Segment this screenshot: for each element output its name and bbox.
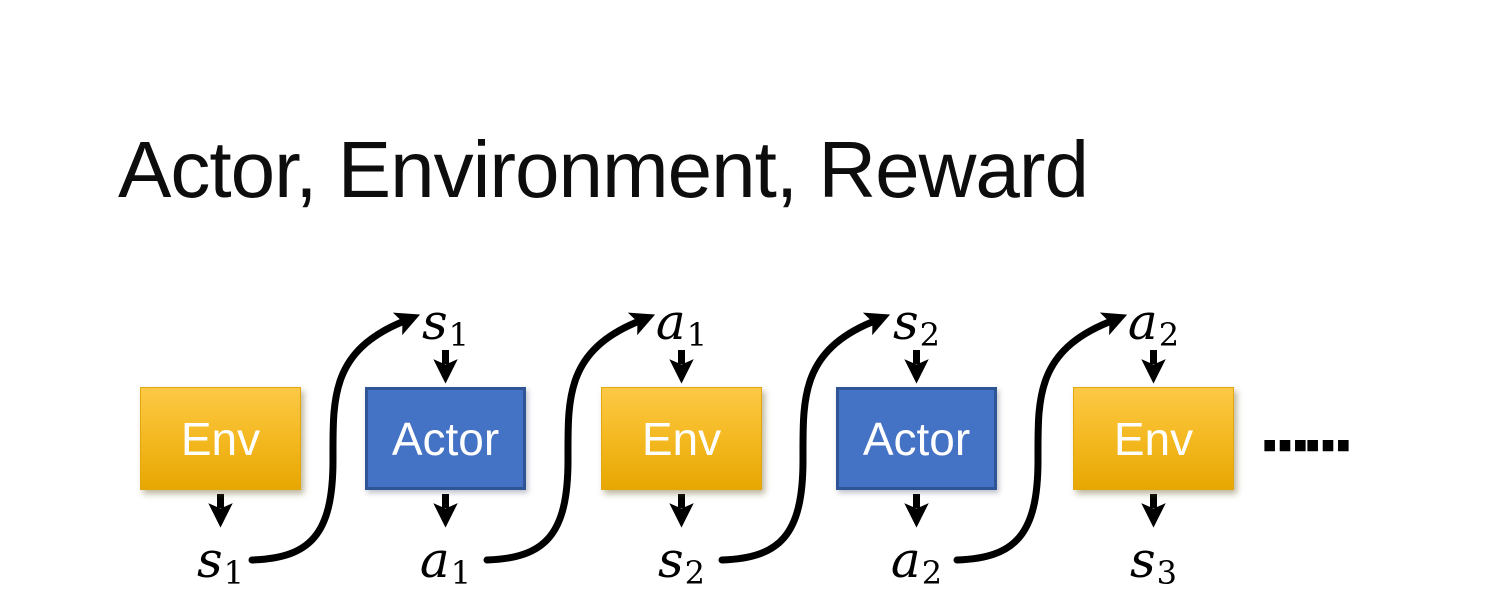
bottom-label-s1: s1 bbox=[197, 535, 244, 589]
continuation-ellipsis: …… bbox=[1261, 407, 1353, 461]
top-label-a1: a1 bbox=[656, 297, 707, 351]
bottom-label-s2-sub: 2 bbox=[684, 554, 706, 593]
env-box-3-label: Env bbox=[1113, 412, 1194, 465]
bottom-label-a2-base: a bbox=[890, 531, 921, 589]
top-label-a1-sub: 1 bbox=[686, 316, 708, 355]
bottom-label-s3-sub: 3 bbox=[1156, 554, 1178, 593]
actor-box-1: Actor bbox=[365, 387, 526, 490]
top-label-s2: s2 bbox=[893, 297, 940, 351]
top-label-s2-sub: 2 bbox=[919, 316, 941, 355]
bottom-label-a2: a2 bbox=[891, 535, 942, 589]
bottom-label-s2-base: s bbox=[657, 531, 684, 589]
env-box-2-label: Env bbox=[641, 412, 722, 465]
top-label-a1-base: a bbox=[655, 293, 686, 351]
bottom-label-s2: s2 bbox=[658, 535, 705, 589]
top-label-s2-base: s bbox=[892, 293, 919, 351]
bottom-label-s1-sub: 1 bbox=[223, 554, 245, 593]
top-label-s1: s1 bbox=[422, 297, 469, 351]
bottom-label-a1-sub: 1 bbox=[450, 554, 472, 593]
bottom-label-a2-sub: 2 bbox=[921, 554, 943, 593]
bottom-label-s3-base: s bbox=[1129, 531, 1156, 589]
env-box-1: Env bbox=[140, 387, 301, 490]
top-label-s1-sub: 1 bbox=[448, 316, 470, 355]
bottom-label-a1-base: a bbox=[419, 531, 450, 589]
top-label-a2: a2 bbox=[1128, 297, 1179, 351]
top-label-a2-sub: 2 bbox=[1158, 316, 1180, 355]
actor-box-2: Actor bbox=[836, 387, 997, 490]
actor-box-1-label: Actor bbox=[391, 412, 500, 465]
top-label-s1-base: s bbox=[421, 293, 448, 351]
env-box-1-label: Env bbox=[180, 412, 261, 465]
env-box-2: Env bbox=[601, 387, 762, 490]
env-box-3: Env bbox=[1073, 387, 1234, 490]
slide-title: Actor, Environment, Reward bbox=[118, 125, 1089, 214]
actor-box-2-label: Actor bbox=[862, 412, 971, 465]
bottom-label-s1-base: s bbox=[196, 531, 223, 589]
bottom-label-a1: a1 bbox=[420, 535, 471, 589]
bottom-label-s3: s3 bbox=[1130, 535, 1177, 589]
top-label-a2-base: a bbox=[1127, 293, 1158, 351]
